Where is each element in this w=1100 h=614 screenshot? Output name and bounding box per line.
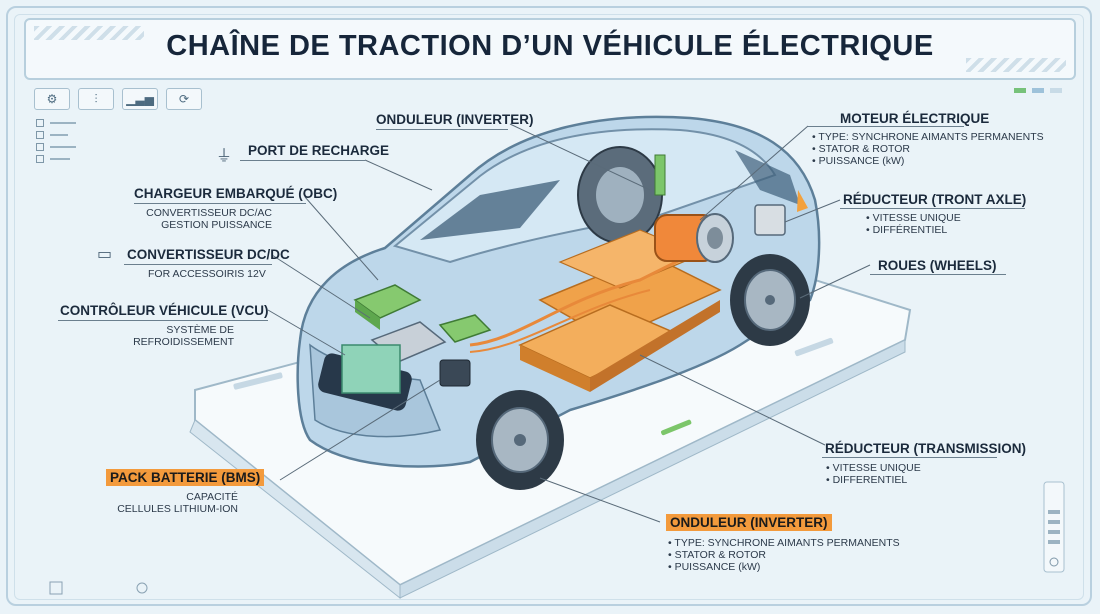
vcu-line-2: REFROIDISSEMENT bbox=[133, 336, 234, 348]
inverter-bottom-line-1: • TYPE: SYNCHRONE AIMANTS PERMANENTS bbox=[668, 537, 900, 549]
plug-icon: ⏚ bbox=[216, 146, 233, 165]
bar-chart-icon: ▁▃▅ bbox=[126, 92, 154, 106]
toolbar-gear-button[interactable]: ⚙ bbox=[34, 88, 70, 110]
side-list-row bbox=[36, 142, 76, 152]
right-slider bbox=[1043, 481, 1065, 573]
charger-line-2: GESTION PUISSANCE bbox=[161, 219, 272, 231]
electronics-modules bbox=[341, 284, 492, 394]
vcu-line-1: SYSTÈME DE bbox=[166, 324, 234, 336]
leader-lines bbox=[267, 123, 871, 523]
toolbar-refresh-button[interactable]: ⟳ bbox=[166, 88, 202, 110]
label-inverter-top: ONDULEUR (INVERTER) bbox=[376, 112, 534, 127]
reducer-front-line-2: • DIFFÉRENTIEL bbox=[866, 224, 948, 236]
page-title: CHAÎNE DE TRACTION D’UN VÉHICULE ÉLECTRI… bbox=[166, 30, 934, 62]
battery-12v-icon: ▭ bbox=[97, 244, 113, 263]
side-list-row bbox=[36, 130, 68, 140]
toolbar-chart-button[interactable]: ▁▃▅ bbox=[122, 88, 158, 110]
battery-line-1: CAPACITÉ bbox=[186, 491, 238, 503]
label-reducer-transmission: RÉDUCTEUR (TRANSMISSION) bbox=[825, 441, 1026, 456]
side-list-row bbox=[36, 154, 70, 164]
status-dot-light bbox=[1050, 88, 1062, 93]
refresh-icon: ⟳ bbox=[178, 92, 190, 106]
motor-line-1: • TYPE: SYNCHRONE AIMANTS PERMANENTS bbox=[812, 131, 1044, 143]
label-vcu: CONTRÔLEUR VÉHICULE (VCU) bbox=[60, 303, 269, 318]
inner-frame bbox=[14, 14, 1084, 600]
grid-icon bbox=[49, 581, 63, 595]
front-reducer-box bbox=[754, 204, 786, 236]
rear-wheel-far bbox=[577, 146, 663, 244]
battery-line-2: CELLULES LITHIUM-ION bbox=[117, 503, 238, 515]
label-charger: CHARGEUR EMBARQUÉ (OBC) bbox=[134, 186, 338, 201]
side-list-row bbox=[36, 118, 76, 128]
toolbar-sliders-button[interactable]: ⫶ bbox=[78, 88, 114, 110]
motor-unit bbox=[654, 154, 734, 263]
charger-line-1: CONVERTISSEUR DC/AC bbox=[146, 207, 272, 219]
status-dot-blue bbox=[1032, 88, 1044, 93]
sliders-icon: ⫶ bbox=[94, 92, 98, 106]
title-stripes-right bbox=[966, 58, 1066, 72]
label-inverter-bottom: ONDULEUR (INVERTER) bbox=[666, 514, 832, 531]
dcdc-line-1: FOR ACCESSOIRIS 12V bbox=[148, 268, 266, 280]
reducer-front-line-1: • VITESSE UNIQUE bbox=[866, 212, 961, 224]
label-charging-port: PORT DE RECHARGE bbox=[248, 143, 390, 158]
rear-wheel bbox=[730, 254, 810, 346]
title-stripes-left bbox=[34, 26, 144, 40]
inverter-bottom-line-3: • PUISSANCE (kW) bbox=[668, 561, 761, 573]
title-panel bbox=[24, 18, 1076, 80]
status-dot-green bbox=[1014, 88, 1026, 93]
label-battery-pack: PACK BATTERIE (BMS) bbox=[106, 469, 265, 486]
gear-icon: ⚙ bbox=[46, 92, 58, 106]
inverter-bottom-line-2: • STATOR & ROTOR bbox=[668, 549, 766, 561]
outer-frame bbox=[6, 6, 1092, 606]
motor-line-3: • PUISSANCE (kW) bbox=[812, 155, 905, 167]
reducer-trans-line-2: • DIFFERENTIEL bbox=[826, 474, 908, 486]
reducer-trans-line-1: • VITESSE UNIQUE bbox=[826, 462, 921, 474]
label-wheels: ROUES (WHEELS) bbox=[878, 258, 997, 273]
dial-icon bbox=[136, 582, 148, 594]
label-reducer-front: RÉDUCTEUR (TRONT AXLE) bbox=[843, 192, 1027, 207]
label-motor: MOTEUR ÉLECTRIQUE bbox=[840, 111, 990, 126]
motor-line-2: • STATOR & ROTOR bbox=[812, 143, 910, 155]
front-wheel bbox=[476, 390, 564, 490]
label-dcdc: CONVERTISSEUR DC/DC bbox=[127, 247, 290, 262]
